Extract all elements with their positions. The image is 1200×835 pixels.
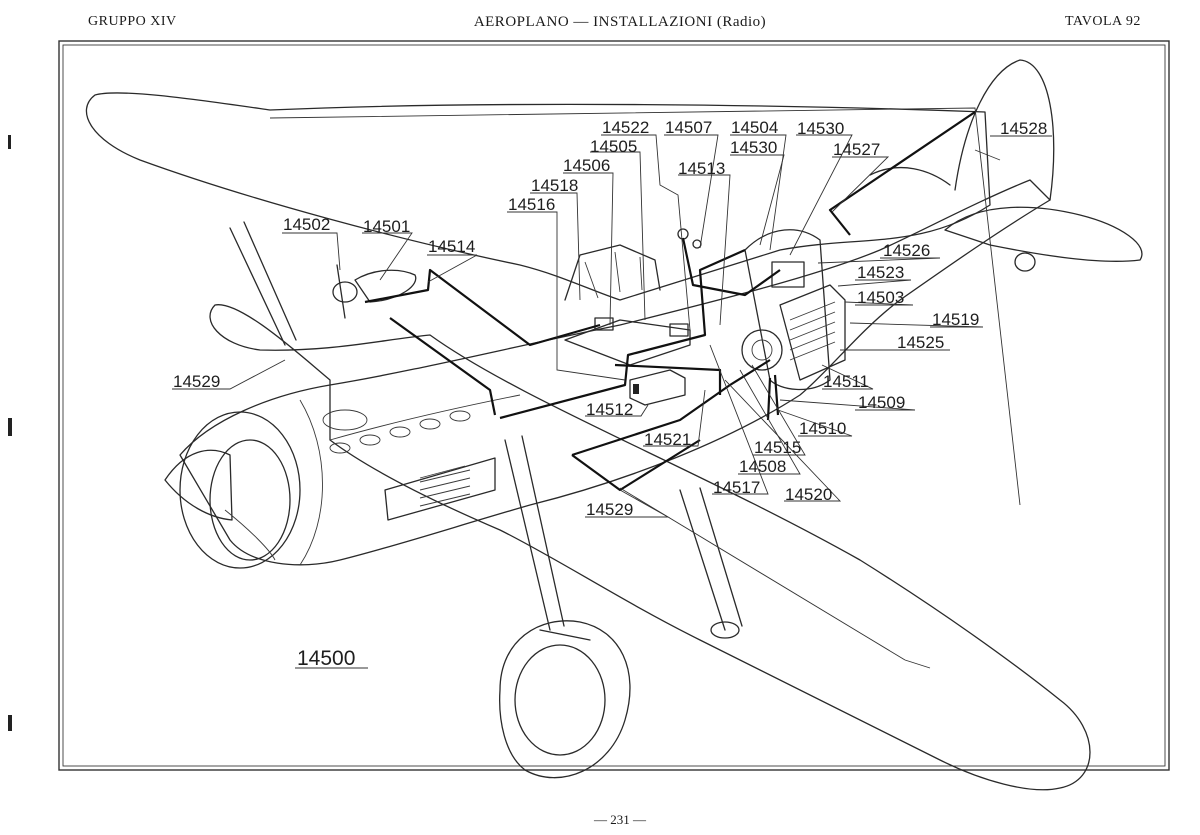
header-title: AEROPLANO — INSTALLAZIONI (Radio) (473, 14, 767, 30)
callout-14530-top: 14530 (797, 119, 844, 138)
radio-dial-unit (741, 329, 783, 371)
callout-14510: 14510 (799, 419, 846, 438)
callout-14529-bottom: 14529 (586, 500, 633, 519)
callout-14506: 14506 (563, 156, 610, 175)
leader-lines (172, 134, 1052, 669)
callout-14523: 14523 (857, 263, 904, 282)
callout-14513: 14513 (678, 159, 725, 178)
mounting-tray (564, 317, 691, 366)
callout-14508: 14508 (739, 457, 786, 476)
side-louvre-panel (384, 457, 496, 521)
callout-14516: 14516 (508, 195, 555, 214)
callout-14507: 14507 (665, 118, 712, 137)
callout-14501: 14501 (363, 217, 410, 236)
exhaust-ports (322, 409, 471, 454)
interplane-struts (229, 221, 743, 631)
callout-14518: 14518 (531, 176, 578, 195)
radio-rack (744, 229, 846, 391)
callout-14514: 14514 (428, 237, 475, 256)
callout-14526: 14526 (883, 241, 930, 260)
fuselage (179, 179, 1051, 566)
callout-14529-left: 14529 (173, 372, 220, 391)
header-group: GRUPPO XIV (88, 14, 177, 29)
lower-wing (209, 304, 1091, 791)
callout-14519: 14519 (932, 310, 979, 329)
landing-gear-wheel (499, 620, 740, 779)
callout-14530-mid: 14530 (730, 138, 777, 157)
callout-14520: 14520 (785, 485, 832, 504)
callout-14504: 14504 (731, 118, 778, 137)
callout-14517: 14517 (713, 478, 760, 497)
callout-labels: 14502 14501 14514 14516 14518 14506 1450… (173, 118, 1047, 670)
callout-14502: 14502 (283, 215, 330, 234)
tailplane (869, 167, 1143, 272)
binding-marks (8, 135, 12, 731)
page-frame (58, 40, 1170, 771)
antenna-wires (269, 107, 1021, 669)
callout-14512: 14512 (586, 400, 633, 419)
header-plate-number: TAVOLA 92 (1065, 14, 1141, 29)
callout-14521: 14521 (644, 430, 691, 449)
propeller-hub (332, 264, 417, 319)
upper-wing (85, 92, 991, 301)
callout-14525: 14525 (897, 333, 944, 352)
callout-14515: 14515 (754, 438, 801, 457)
callout-14503: 14503 (857, 288, 904, 307)
callout-14527: 14527 (833, 140, 880, 159)
engine-cowling (164, 411, 301, 569)
page-number: — 231 — (594, 812, 646, 827)
cockpit-canopy (564, 244, 661, 301)
callout-14528: 14528 (1000, 119, 1047, 138)
callout-14505: 14505 (590, 137, 637, 156)
callout-14522: 14522 (602, 118, 649, 137)
callout-14511: 14511 (823, 372, 869, 391)
battery-box (629, 369, 686, 406)
main-reference-number: 14500 (297, 647, 355, 670)
tail-fin (954, 59, 1055, 201)
callout-14509: 14509 (858, 393, 905, 412)
